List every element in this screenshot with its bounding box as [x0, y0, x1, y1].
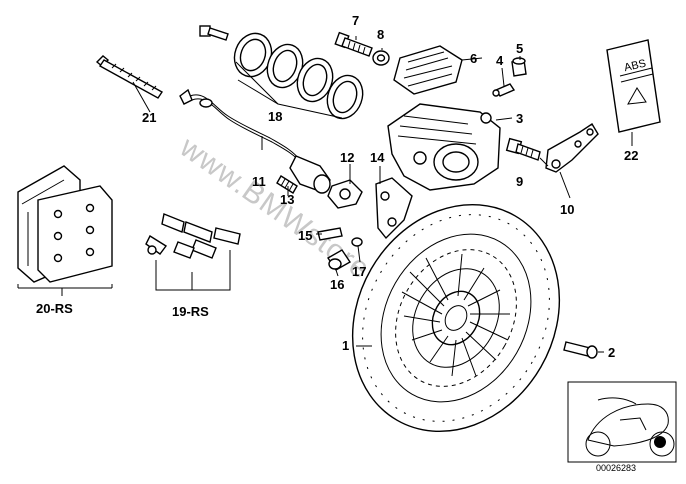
bolt-7-part — [334, 31, 373, 57]
callout-labels: 1 2 3 4 5 6 7 8 9 10 11 12 13 14 15 16 1… — [36, 13, 638, 360]
callout-2: 2 — [608, 345, 615, 360]
cable-tie-part — [95, 55, 164, 99]
bracket-14-part — [375, 177, 413, 240]
leader-lines — [17, 36, 633, 353]
bleeder-bolt-part — [199, 25, 229, 41]
brake-pad-6-part — [393, 45, 463, 95]
bolt-16-part — [327, 249, 351, 271]
callout-16: 16 — [330, 277, 344, 292]
bolt-9-part — [505, 137, 541, 161]
seal-rings-part — [233, 32, 364, 120]
bracket-12-part — [327, 179, 363, 209]
callout-19: 19-RS — [172, 304, 209, 319]
callout-7: 7 — [352, 13, 359, 28]
bolt-15-part — [317, 227, 343, 241]
brake-disc-1-part — [351, 203, 561, 433]
callout-6: 6 — [470, 51, 477, 66]
washer-17-part — [351, 237, 363, 247]
callout-11: 11 — [252, 174, 266, 189]
callout-18: 18 — [268, 109, 282, 124]
plate-10-part — [545, 123, 599, 173]
diagram-number: 00026283 — [596, 463, 636, 473]
callout-20: 20-RS — [36, 301, 73, 316]
brake-pad-set-20-part — [17, 165, 113, 283]
callout-14: 14 — [370, 150, 385, 165]
callout-12: 12 — [340, 150, 354, 165]
bleeder-valve-4-part — [492, 83, 516, 97]
abs-sticker-part: ABS — [606, 39, 661, 133]
washer-8-part — [372, 50, 390, 66]
cap-5-part — [511, 57, 527, 77]
callout-13: 13 — [280, 192, 294, 207]
callout-22: 22 — [624, 148, 638, 163]
callout-8: 8 — [377, 27, 384, 42]
pin-set-19-part — [145, 213, 241, 259]
callout-4: 4 — [496, 53, 504, 68]
bolt-13-part — [276, 175, 298, 194]
callout-17: 17 — [352, 264, 366, 279]
abs-sticker-text: ABS — [623, 58, 647, 75]
callout-3: 3 — [516, 111, 523, 126]
callout-10: 10 — [560, 202, 574, 217]
motorcycle-inset: 00026283 — [567, 381, 677, 473]
bolt-2-part — [563, 341, 598, 359]
callout-9: 9 — [516, 174, 523, 189]
sensor-cable-part — [179, 88, 331, 194]
callout-5: 5 — [516, 41, 523, 56]
callout-1: 1 — [342, 338, 349, 353]
callout-21: 21 — [142, 110, 156, 125]
brake-caliper-3-part — [387, 103, 501, 191]
callout-15: 15 — [298, 228, 312, 243]
